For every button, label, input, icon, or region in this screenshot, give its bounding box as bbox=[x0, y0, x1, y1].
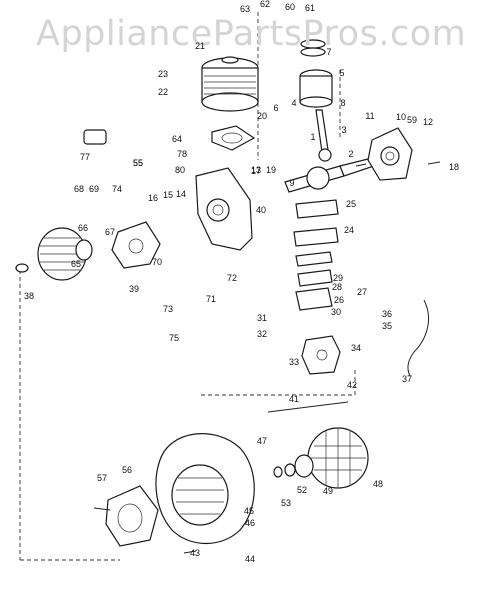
part-label: 44 bbox=[244, 554, 256, 564]
part-label: 45 bbox=[243, 506, 255, 516]
cylinder-part bbox=[201, 56, 259, 112]
flywheel-key bbox=[15, 263, 29, 273]
part-label: 17 bbox=[250, 166, 262, 176]
part-label: 55 bbox=[132, 158, 144, 168]
part-label: 70 bbox=[151, 257, 163, 267]
part-label: 22 bbox=[157, 87, 169, 97]
part-label: 35 bbox=[381, 321, 393, 331]
part-label: 37 bbox=[401, 374, 413, 384]
part-label: 10 bbox=[395, 112, 407, 122]
fan-housing bbox=[155, 433, 255, 545]
part-label: 8 bbox=[340, 98, 346, 108]
part-label: 77 bbox=[79, 152, 91, 162]
impeller-screen bbox=[307, 427, 369, 489]
carburetor bbox=[301, 335, 341, 375]
part-label: 57 bbox=[96, 473, 108, 483]
part-label: 53 bbox=[280, 498, 292, 508]
part-label: 32 bbox=[256, 329, 268, 339]
part-label: 2 bbox=[348, 149, 354, 159]
part-label: 47 bbox=[256, 436, 268, 446]
part-label: 42 bbox=[346, 380, 358, 390]
part-label: 69 bbox=[88, 184, 100, 194]
part-label: 59 bbox=[406, 115, 418, 125]
part-label: 43 bbox=[189, 548, 201, 558]
part-label: 5 bbox=[339, 68, 345, 78]
part-label: 31 bbox=[256, 313, 268, 323]
piston bbox=[299, 69, 333, 108]
part-label: 11 bbox=[365, 111, 375, 121]
crankcase bbox=[195, 167, 253, 251]
part-label: 18 bbox=[448, 162, 460, 172]
part-label: 80 bbox=[174, 165, 186, 175]
crankshaft bbox=[284, 157, 375, 193]
part-label: 41 bbox=[288, 394, 300, 404]
part-label: 15 bbox=[162, 190, 174, 200]
part-label: 75 bbox=[168, 333, 180, 343]
air-filter bbox=[83, 129, 107, 145]
part-label: 33 bbox=[288, 357, 300, 367]
part-label: 7 bbox=[326, 47, 332, 57]
part-label: 24 bbox=[343, 225, 355, 235]
spark-plug bbox=[267, 401, 349, 413]
part-label: 1 bbox=[310, 132, 316, 142]
part-label: 49 bbox=[322, 486, 334, 496]
part-label: 48 bbox=[372, 479, 384, 489]
part-label: 14 bbox=[175, 189, 187, 199]
ignition-coil bbox=[111, 221, 161, 269]
part-label: 13 bbox=[250, 165, 262, 175]
part-label: 3 bbox=[341, 125, 347, 135]
part-label: 9 bbox=[289, 178, 295, 188]
part-label: 21 bbox=[194, 41, 206, 51]
part-label: 78 bbox=[176, 149, 188, 159]
part-label: 20 bbox=[256, 111, 268, 121]
impeller-hardware bbox=[273, 454, 314, 478]
part-label: 64 bbox=[171, 134, 183, 144]
connecting-rod bbox=[315, 109, 332, 162]
watermark: AppliancePartsPros.com bbox=[36, 14, 467, 54]
crankcase-cover bbox=[367, 127, 413, 181]
part-label: 4 bbox=[291, 98, 297, 108]
part-label: 74 bbox=[111, 184, 123, 194]
piston-rings bbox=[300, 39, 326, 57]
part-label: 16 bbox=[147, 193, 159, 203]
part-label: 30 bbox=[330, 307, 342, 317]
part-label: 72 bbox=[226, 273, 238, 283]
carburetor-gaskets bbox=[293, 199, 339, 311]
part-label: 39 bbox=[128, 284, 140, 294]
part-label: 25 bbox=[345, 199, 357, 209]
part-label: 67 bbox=[104, 227, 116, 237]
part-label: 28 bbox=[331, 282, 343, 292]
part-label: 52 bbox=[296, 485, 308, 495]
part-label: 60 bbox=[284, 2, 296, 12]
part-label: 38 bbox=[23, 291, 35, 301]
part-label: 23 bbox=[157, 69, 169, 79]
blower-tube bbox=[105, 485, 159, 547]
part-label: 6 bbox=[273, 103, 279, 113]
part-label: 26 bbox=[333, 295, 345, 305]
part-label: 19 bbox=[265, 165, 277, 175]
part-label: 68 bbox=[73, 184, 85, 194]
part-label: 36 bbox=[381, 309, 393, 319]
part-label: 29 bbox=[332, 273, 344, 283]
part-label: 62 bbox=[259, 0, 271, 9]
part-label: 46 bbox=[244, 518, 256, 528]
part-label: 71 bbox=[205, 294, 217, 304]
flywheel bbox=[37, 227, 93, 281]
part-label: 12 bbox=[422, 117, 434, 127]
part-label: 61 bbox=[304, 3, 316, 13]
fuel-line bbox=[407, 299, 429, 377]
cylinder-gasket bbox=[211, 125, 256, 151]
part-label: 56 bbox=[121, 465, 133, 475]
part-label: 27 bbox=[356, 287, 368, 297]
part-label: 63 bbox=[239, 4, 251, 14]
housing-screws bbox=[93, 161, 441, 554]
part-label: 55 bbox=[132, 158, 144, 168]
part-label: 65 bbox=[70, 259, 82, 269]
part-label: 66 bbox=[77, 223, 89, 233]
part-label: 40 bbox=[255, 205, 267, 215]
part-label: 73 bbox=[162, 304, 174, 314]
part-label: 34 bbox=[350, 343, 362, 353]
